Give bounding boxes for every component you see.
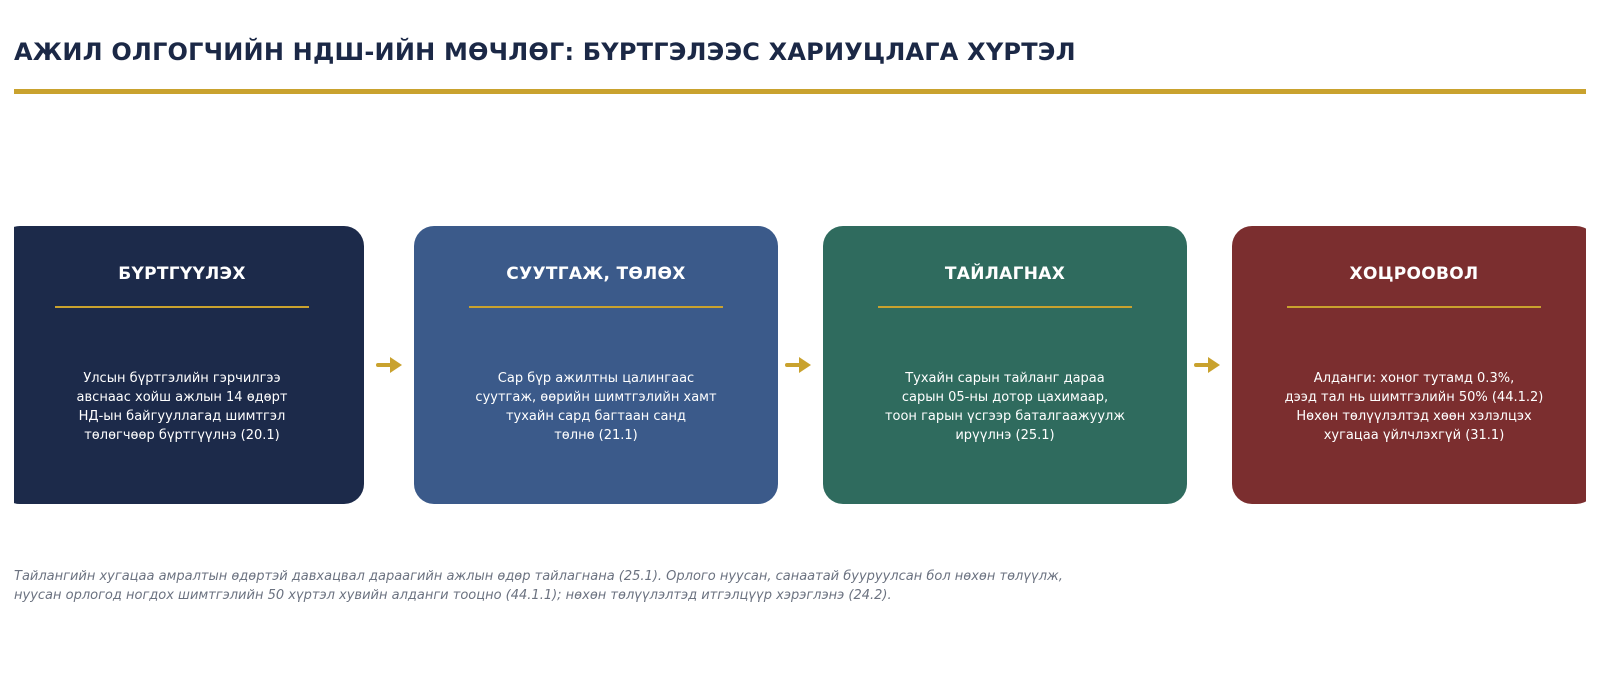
step-text-line: хугацаа үйлчлэхгүй (31.1) [1323, 428, 1505, 443]
step-text-line: Тухайн сарын тайланг дараа [905, 371, 1105, 386]
step-text-line: Улсын бүртгэлийн гэрчилгээ [83, 371, 281, 386]
step-title: ТАЙЛАГНАХ [944, 264, 1066, 284]
step-text-line: тоон гарын үсгээр баталгаажуулж [884, 409, 1126, 424]
step-title: ХОЦРООВОЛ [1349, 264, 1479, 284]
step-text-line: тухайн сард багтаан санд [505, 409, 687, 424]
page-title: АЖИЛ ОЛГОГЧИЙН НДШ-ИЙН МӨЧЛӨГ: БҮРТГЭЛЭЭ… [14, 38, 1076, 66]
step-title: БҮРТГҮҮЛЭХ [118, 264, 246, 284]
step-description: Сар бүр ажилтны цалингаас суутгаж, өөрий… [444, 369, 748, 445]
process-flow: БҮРТГҮҮЛЭХ Улсын бүртгэлийн гэрчилгээ ав… [14, 226, 1586, 506]
step-description: Тухайн сарын тайланг дараа сарын 05-ны д… [853, 369, 1157, 445]
step-text-line: Алданги: хоног тутамд 0.3%, [1313, 371, 1515, 386]
step-text-line: сарын 05-ны дотор цахимаар, [901, 390, 1109, 405]
footnote-line: Тайлангийн хугацаа амралтын өдөртэй давх… [14, 569, 1063, 584]
arrow-right-icon [1194, 357, 1220, 373]
step-card-reporting: ТАЙЛАГНАХ Тухайн сарын тайланг дараа сар… [823, 226, 1187, 504]
step-text-line: дээд тал нь шимтгэлийн 50% (44.1.2) [1284, 390, 1544, 405]
step-divider [1287, 306, 1541, 308]
step-card-withhold-pay: СУУТГАЖ, ТӨЛӨХ Сар бүр ажилтны цалингаас… [414, 226, 778, 504]
step-card-late: ХОЦРООВОЛ Алданги: хоног тутамд 0.3%, дэ… [1232, 226, 1586, 504]
step-text-line: төлөгчөөр бүртгүүлнэ (20.1) [84, 428, 280, 443]
title-divider [14, 89, 1586, 94]
step-text-line: Сар бүр ажилтны цалингаас [497, 371, 695, 386]
step-title: СУУТГАЖ, ТӨЛӨХ [506, 264, 686, 284]
step-text-line: суутгаж, өөрийн шимтгэлийн хамт [475, 390, 717, 405]
step-divider [55, 306, 309, 308]
footnote-line: нуусан орлогод ногдох шимтгэлийн 50 хүрт… [14, 588, 892, 603]
footnote: Тайлангийн хугацаа амралтын өдөртэй давх… [14, 567, 1574, 605]
step-text-line: авснаас хойш ажлын 14 өдөрт [76, 390, 288, 405]
step-text-line: төлнө (21.1) [554, 428, 638, 443]
step-description: Улсын бүртгэлийн гэрчилгээ авснаас хойш … [30, 369, 334, 445]
step-text-line: Нөхөн төлүүлэлтэд хөөн хэлэлцэх [1296, 409, 1532, 424]
step-text-line: ирүүлнэ (25.1) [955, 428, 1055, 443]
step-divider [469, 306, 723, 308]
step-divider [878, 306, 1132, 308]
arrow-right-icon [785, 357, 811, 373]
step-description: Алданги: хоног тутамд 0.3%, дээд тал нь … [1262, 369, 1566, 445]
step-text-line: НД-ын байгууллагад шимтгэл [78, 409, 286, 424]
step-card-registration: БҮРТГҮҮЛЭХ Улсын бүртгэлийн гэрчилгээ ав… [14, 226, 364, 504]
arrow-right-icon [376, 357, 402, 373]
